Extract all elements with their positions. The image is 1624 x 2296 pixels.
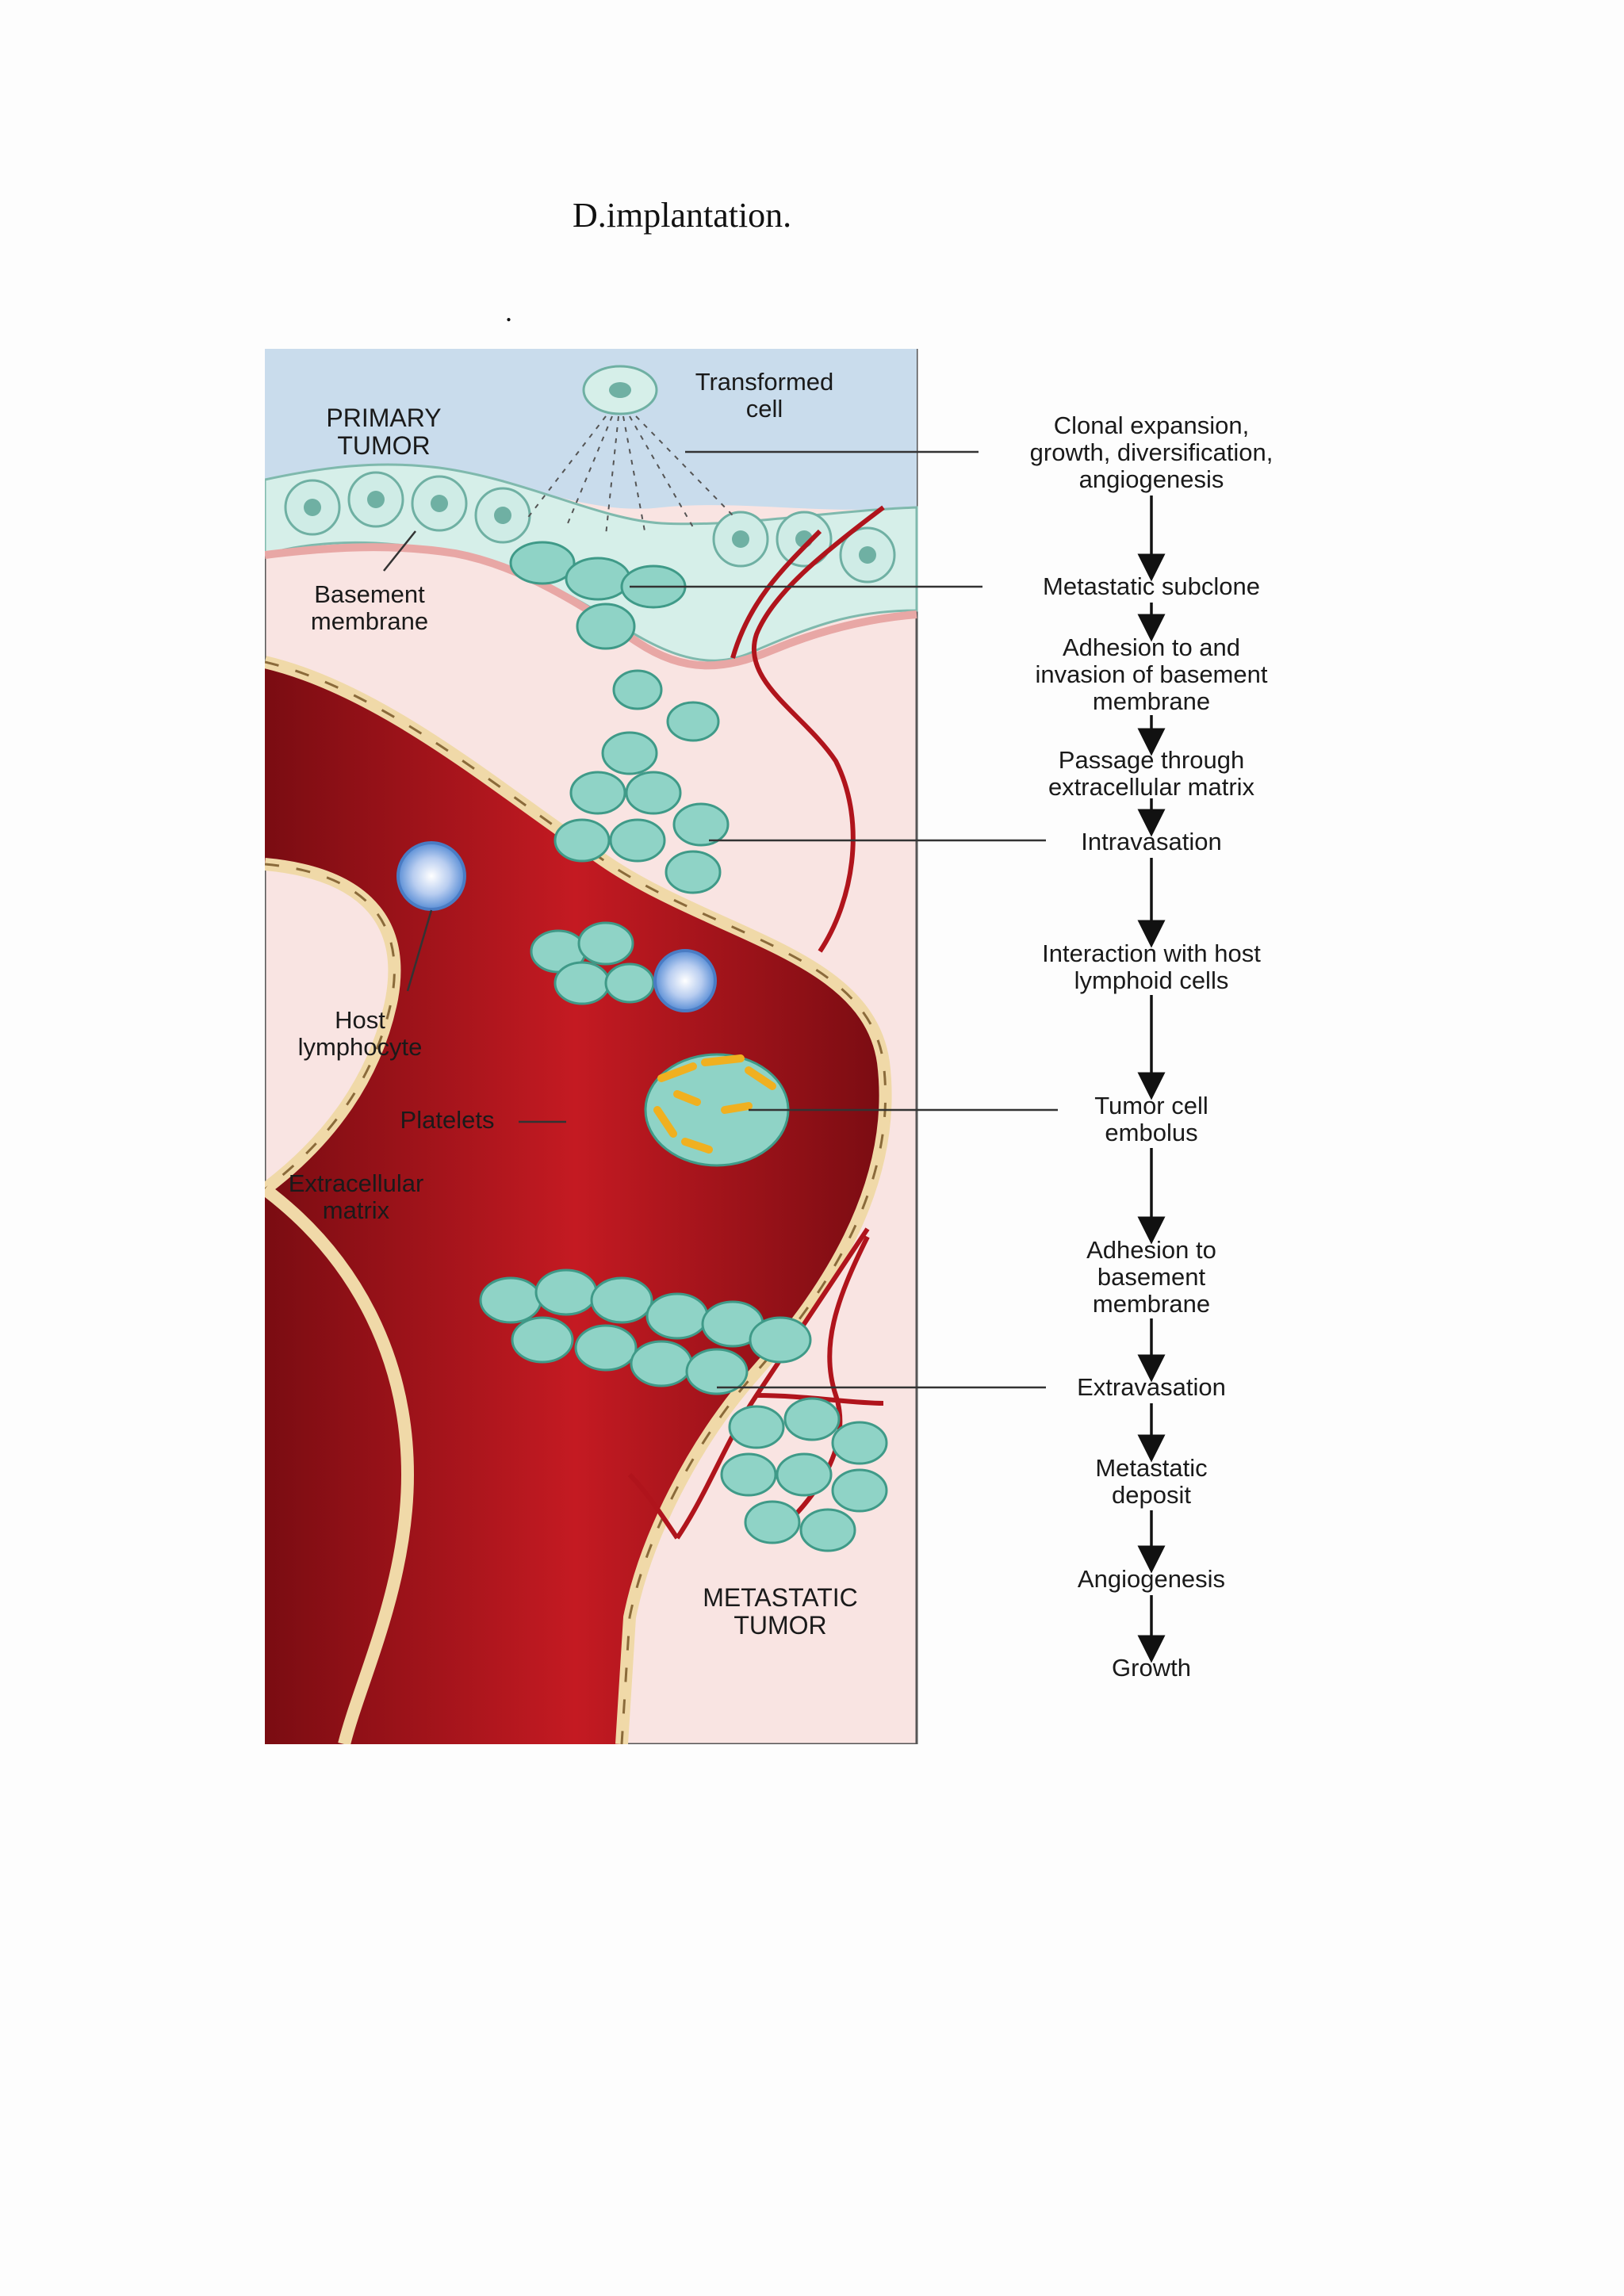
step-metastatic-deposit: Metastatic deposit	[1095, 1454, 1208, 1510]
step-growth: Growth	[1112, 1654, 1191, 1682]
step-metastatic-subclone: Metastatic subclone	[1043, 572, 1260, 600]
transformed-cell-label: Transformed cell	[695, 368, 834, 423]
host-lymphocyte-label: Host lymphocyte	[297, 1006, 423, 1062]
blood-vessel	[265, 656, 892, 1744]
primary-tumor-label: PRIMARY TUMOR	[326, 404, 442, 461]
metastasis-figure: PRIMARY TUMOR Transformed cell Basement …	[265, 349, 1348, 1744]
step-extravasation: Extravasation	[1077, 1373, 1226, 1401]
transformed-cell	[526, 365, 733, 536]
adhering-tumor-cells	[479, 1269, 812, 1395]
step-host-interaction: Interaction with host lymphoid cells	[1042, 939, 1261, 995]
basement-membrane-label: Basement membrane	[310, 580, 429, 636]
page-dot: .	[505, 296, 512, 327]
leader-lines	[383, 450, 1058, 1389]
step-adhesion-invasion: Adhesion to and invasion of basement mem…	[1035, 633, 1268, 716]
page-heading: D.implantation.	[573, 196, 792, 235]
invading-tumor-cells	[509, 541, 730, 894]
step-angiogenesis: Angiogenesis	[1077, 1565, 1226, 1593]
circulating-tumor-cluster	[530, 921, 655, 1005]
step-intravasation: Intravasation	[1081, 828, 1222, 855]
step-clonal-expansion: Clonal expansion, growth, diversificatio…	[1029, 411, 1274, 494]
tumor-embolus	[644, 1053, 790, 1167]
host-lymphocytes	[396, 841, 717, 1012]
extracellular-matrix-label: Extracellular matrix	[288, 1169, 424, 1225]
step-tumor-embolus: Tumor cell embolus	[1094, 1092, 1208, 1147]
metastatic-deposit	[720, 1397, 888, 1552]
metastatic-tumor-label: METASTATIC TUMOR	[703, 1583, 858, 1640]
platelets-label: Platelets	[400, 1106, 495, 1134]
step-adhesion-basement: Adhesion to basement membrane	[1086, 1236, 1216, 1318]
metastasis-illustration	[265, 349, 1058, 1744]
step-passage-ecm: Passage through extracellular matrix	[1048, 746, 1255, 802]
